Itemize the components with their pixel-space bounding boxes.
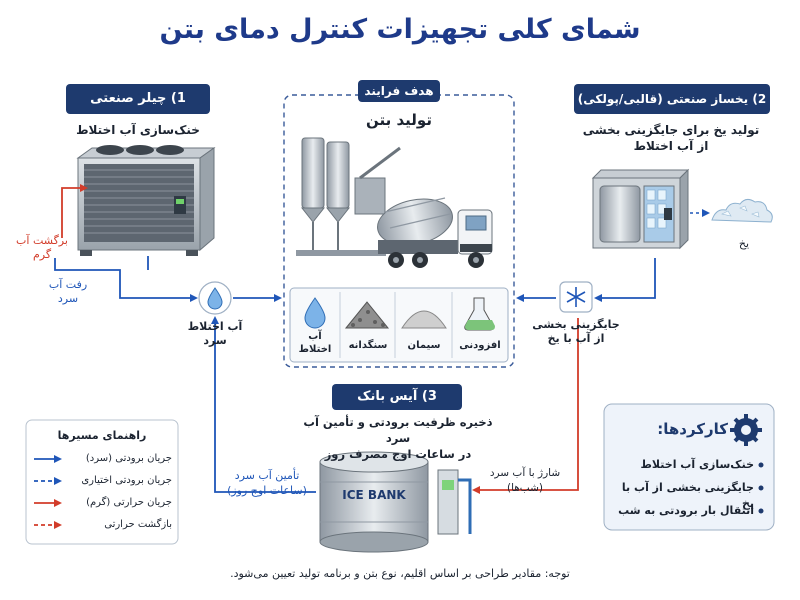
- chiller-header: 1) چیلر صنعتی: [66, 84, 210, 114]
- legend-item-cold-optional: جریان برودتی اختیاری: [66, 474, 172, 496]
- functions-title: کارکردها:: [620, 420, 728, 438]
- ice-maker-icon: [593, 170, 688, 248]
- ice-bank-supply-label-line1: تأمین آب سرد: [222, 468, 312, 483]
- material-water-line2: اختلاط: [291, 343, 339, 356]
- ice-maker-subtitle-line1: تولید یخ برای جایگزینی بخشی: [560, 122, 782, 138]
- function-item-3: انتقال بار برودتی به شب: [610, 503, 754, 526]
- hot-return-label: برگشت آب گرم: [12, 234, 72, 262]
- ice-bank-tank-label: ICE BANK: [324, 488, 424, 502]
- cold-supply-label-line2: سرد: [38, 292, 98, 306]
- footer-note: توجه: مقادیر طراحی بر اساس اقلیم، نوع بت…: [150, 566, 650, 582]
- function-item-1: خنک‌سازی آب اختلاط: [610, 457, 754, 480]
- mixing-water-label: آب اختلاط سرد: [172, 320, 258, 348]
- cold-supply-label-line1: رفت آب: [38, 278, 98, 292]
- function-item-2: جایگزینی بخشی از آب با یخ: [610, 480, 754, 503]
- ice-label: یخ: [724, 236, 764, 252]
- mixing-water-label-line1: آب اختلاط: [172, 320, 258, 334]
- ice-maker-to-node-arrow: [596, 258, 655, 298]
- ice-bank-charge-label-line1: شارژ با آب سرد: [482, 466, 568, 481]
- hot-return-label-line1: برگشت آب: [12, 234, 72, 248]
- ice-bank-subtitle: ذخیره ظرفیت برودتی و تأمین آب سرد در ساع…: [290, 414, 506, 462]
- mixer-truck-icon: [373, 193, 492, 268]
- ice-bank-charge-label-line2: (شب‌ها): [482, 481, 568, 496]
- ice-bank-subtitle-line2: در ساعات اوج مصرف روز: [290, 446, 506, 462]
- goal-subtitle: تولید بتن: [300, 112, 498, 128]
- mixing-water-label-line2: سرد: [172, 334, 258, 348]
- ice-bank-supply-label-line2: (ساعات اوج روز): [222, 483, 312, 498]
- ice-bank-charge-label: شارژ با آب سرد (شب‌ها): [482, 466, 568, 496]
- material-water: آب اختلاط: [291, 330, 339, 356]
- ice-maker-subtitle-line2: از آب اختلاط: [560, 138, 782, 154]
- material-additive: افزودنی: [453, 338, 507, 354]
- legend-item-hot: جریان حرارتی (گرم): [66, 496, 172, 518]
- ice-replace-label: جایگزینی بخشی از آب با یخ: [528, 318, 624, 346]
- material-aggregate: سنگدانه: [341, 338, 395, 354]
- legend-title: راهنمای مسیرها: [30, 428, 174, 444]
- ice-bank-header: 3) آیس بانک: [332, 384, 462, 410]
- ice-maker-header: 2) یخساز صنعتی (قالبی/پولکی): [574, 84, 770, 114]
- ice-replace-label-line1: جایگزینی بخشی: [528, 318, 624, 332]
- ice-bank-tank-icon: [320, 452, 470, 552]
- material-water-line1: آب: [291, 330, 339, 343]
- chiller-icon: [78, 145, 214, 256]
- ice-replace-label-line2: از آب با یخ: [528, 332, 624, 346]
- functions-list: خنک‌سازی آب اختلاط جایگزینی بخشی از آب ب…: [610, 457, 754, 526]
- ice-maker-subtitle: تولید یخ برای جایگزینی بخشی از آب اختلاط: [560, 122, 782, 154]
- goal-header: هدف فرایند: [358, 80, 440, 102]
- ice-pile-icon: [712, 199, 772, 222]
- cold-supply-label: رفت آب سرد: [38, 278, 98, 306]
- material-cement: سیمان: [396, 338, 452, 354]
- ice-bank-subtitle-line1: ذخیره ظرفیت برودتی و تأمین آب سرد: [290, 414, 506, 446]
- hot-return-label-line2: گرم: [12, 248, 72, 262]
- legend-item-cold: جریان برودتی (سرد): [66, 452, 172, 474]
- ice-bank-supply-label: تأمین آب سرد (ساعات اوج روز): [222, 468, 312, 498]
- legend-item-hot-return: بازگشت حرارتی: [66, 518, 172, 540]
- chiller-subtitle: خنک‌سازی آب اختلاط: [60, 122, 216, 138]
- legend-items: جریان برودتی (سرد) جریان برودتی اختیاری …: [66, 452, 172, 540]
